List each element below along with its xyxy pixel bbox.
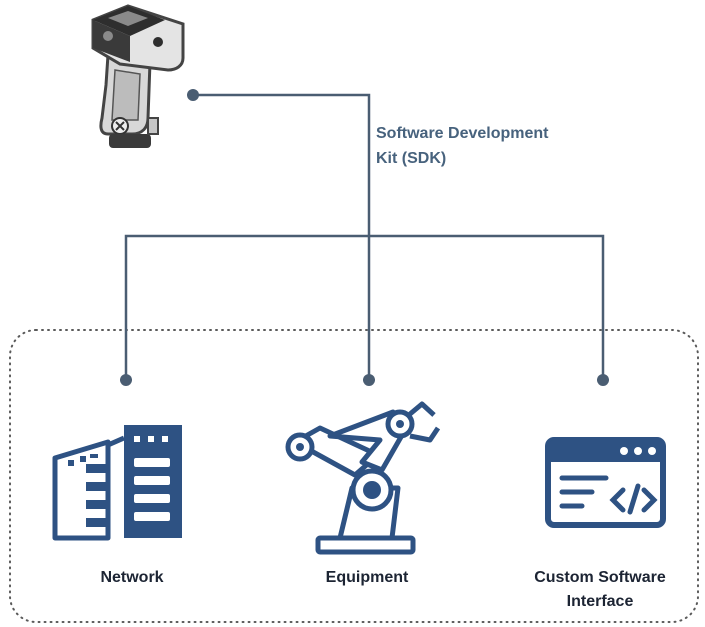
device-connector (193, 93, 371, 380)
custom-software-label-line2: Interface (566, 593, 634, 610)
server-building-icon (52, 425, 182, 541)
handheld-spectrophotometer-icon (91, 4, 185, 148)
custom-software-label-line1: Custom Software (534, 569, 666, 586)
connector-lines (124, 93, 605, 380)
connector-dots (120, 89, 609, 386)
device-dot (187, 89, 199, 101)
dotted-container (9, 329, 699, 623)
sdk-label-line1: Software Development (376, 125, 549, 142)
custom-software-label: Custom Software Interface (500, 566, 700, 614)
network-dot (120, 374, 132, 386)
equipment-label: Equipment (325, 569, 409, 586)
sdk-label: Software Development Kit (SDK) (376, 121, 606, 171)
equipment-dot (363, 374, 375, 386)
robotic-arm-icon (285, 401, 441, 555)
sdk-label-line2: Kit (SDK) (376, 150, 447, 167)
branch-connector (124, 234, 605, 380)
network-label: Network (100, 569, 164, 586)
code-window-icon (545, 437, 666, 528)
custom-dot (597, 374, 609, 386)
